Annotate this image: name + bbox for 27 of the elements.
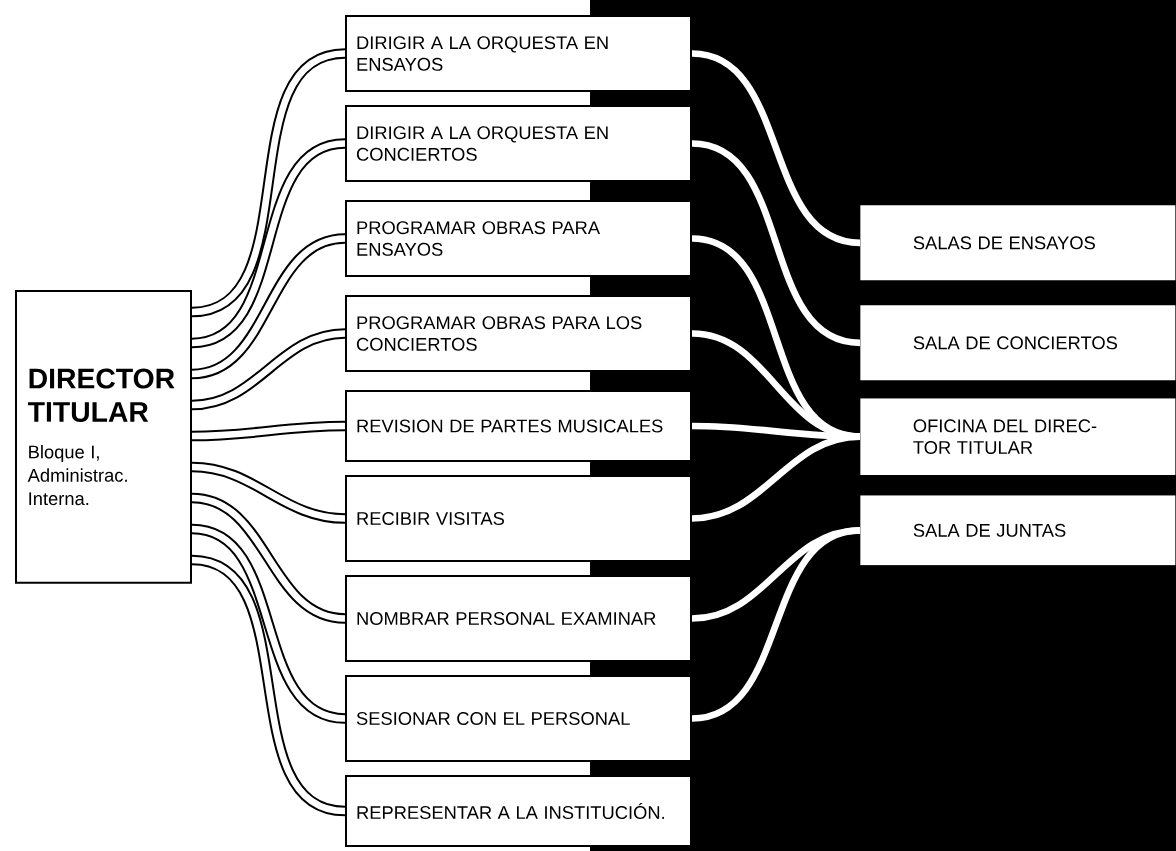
activity-box: RECIBIR VISITAS bbox=[345, 475, 692, 562]
room-label-strip: SALA DE CONCIERTOS bbox=[860, 305, 1176, 381]
activity-box: DIRIGIR A LA ORQUESTA EN ENSAYOS bbox=[345, 15, 692, 92]
room-label-strip: SALAS DE ENSAYOS bbox=[860, 205, 1176, 281]
connector-line bbox=[190, 554, 347, 817]
room-label-strip: SALA DE JUNTAS bbox=[860, 495, 1176, 566]
connector-line bbox=[190, 48, 347, 318]
connector-line bbox=[691, 140, 861, 347]
connector-line bbox=[191, 138, 346, 349]
connector-line bbox=[191, 233, 346, 380]
connector-line bbox=[191, 420, 346, 442]
connector-line bbox=[691, 50, 861, 247]
room-label-strip: OFICINA DEL DIREC- TOR TITULAR bbox=[860, 398, 1176, 475]
activity-box: PROGRAMAR OBRAS PARA ENSAYOS bbox=[345, 200, 692, 277]
connector-line bbox=[191, 492, 346, 624]
connector-line bbox=[691, 433, 861, 522]
director-box: DIRECTOR TITULAR Bloque I, Administrac. Interna. bbox=[15, 290, 192, 584]
connector-line bbox=[191, 523, 346, 724]
activity-box: PROGRAMAR OBRAS PARA LOS CONCIERTOS bbox=[345, 295, 692, 372]
activity-box: NOMBRAR PERSONAL EXAMINAR bbox=[345, 575, 692, 662]
connector-line bbox=[191, 328, 346, 411]
connector-line bbox=[191, 461, 346, 524]
connector-line bbox=[691, 527, 861, 722]
activity-box: REVISION DE PARTES MUSICALES bbox=[345, 390, 692, 462]
activity-box: SESIONAR CON EL PERSONAL bbox=[345, 675, 692, 762]
activity-box: DIRIGIR A LA ORQUESTA EN CONCIERTOS bbox=[345, 105, 692, 182]
activity-box: REPRESENTAR A LA INSTITUCIÓN. bbox=[345, 775, 692, 847]
